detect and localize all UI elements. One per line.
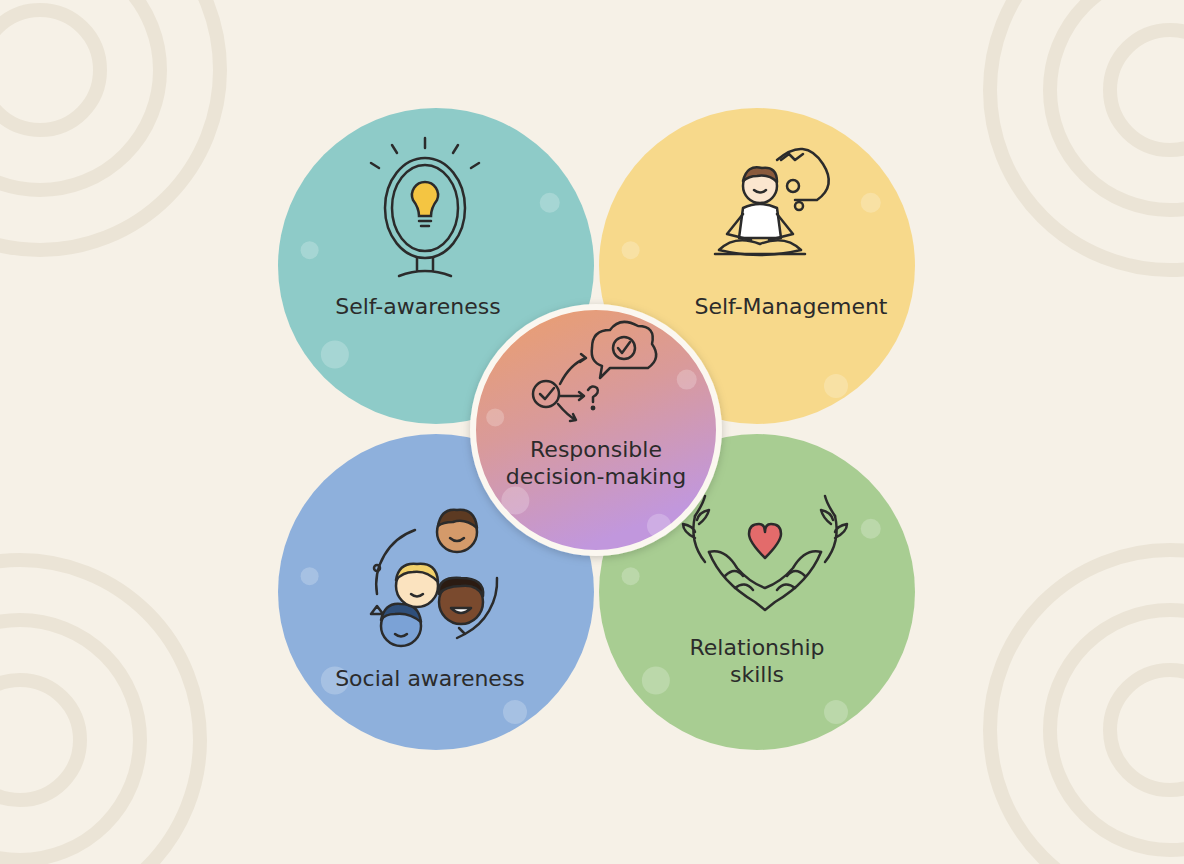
skill-label: Self-awareness bbox=[298, 294, 538, 321]
skill-label: Self-Management bbox=[671, 294, 911, 321]
skill-label: Responsible decision-making bbox=[496, 437, 696, 491]
decision-icon bbox=[470, 304, 722, 556]
center-circle: Responsible decision-making bbox=[470, 304, 722, 556]
circle-outline bbox=[470, 304, 722, 556]
skill-label: Relationship skills bbox=[682, 635, 832, 689]
skill-label: Social awareness bbox=[310, 666, 550, 693]
